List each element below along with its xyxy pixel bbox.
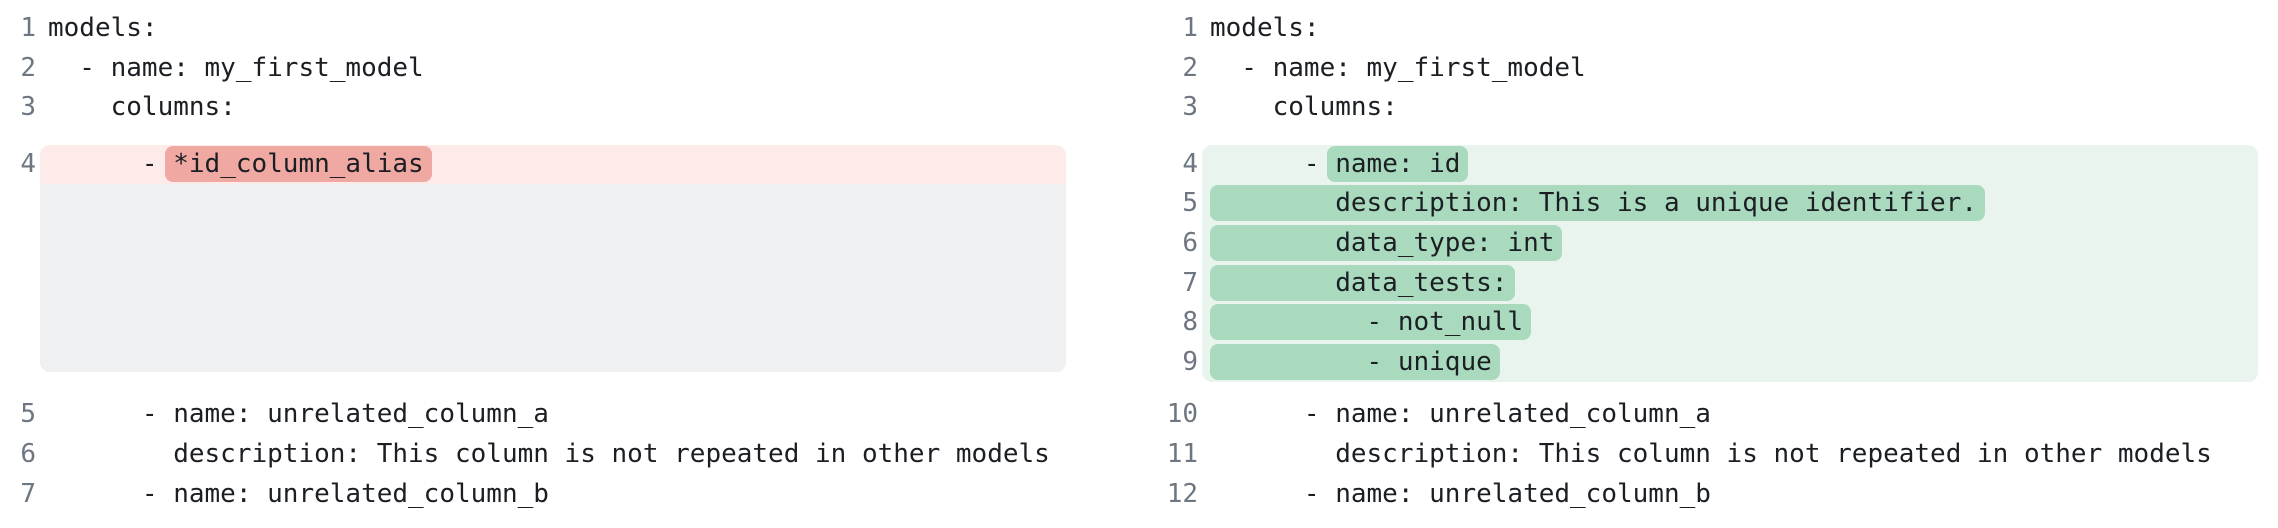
code-text: - name: unrelated_column_b — [1210, 478, 1711, 509]
removed-line: 4 - *id_column_alias — [0, 144, 1066, 185]
line-number: 2 — [20, 52, 36, 83]
code-text: - name: unrelated_column_b — [48, 478, 549, 509]
code-text: models: — [1210, 13, 1320, 43]
code-line: 7 - name: unrelated_column_b — [0, 475, 1066, 515]
addition-highlight: description: This is a unique identifier… — [1210, 185, 1986, 222]
line-number: 5 — [20, 399, 36, 430]
addition-highlight: data_type: int — [1210, 224, 1563, 261]
line-number: 7 — [1182, 267, 1198, 298]
added-line: 9 - unique — [1162, 342, 2258, 383]
added-line: 4 - name: id — [1162, 144, 2258, 185]
line-number: 8 — [1182, 307, 1198, 338]
added-line: 6 data_type: int — [1162, 223, 2258, 264]
line-number: 5 — [1182, 188, 1198, 219]
added-line: 5 description: This is a unique identifi… — [1162, 184, 2258, 224]
collapsed-filler-row — [0, 184, 1066, 373]
code-text: - name: unrelated_column_a — [48, 399, 549, 430]
code-text-prefix: - — [48, 148, 174, 179]
code-line: 3 columns: — [1162, 88, 2258, 128]
code-line: 11 description: This column is not repea… — [1162, 435, 2258, 475]
code-line: 2 - name: my_first_model — [1162, 49, 2258, 89]
addition-highlight: - unique — [1210, 343, 1500, 380]
code-text: - not_null — [1202, 303, 2258, 343]
code-text: columns: — [48, 92, 236, 123]
line-number: 6 — [1182, 227, 1198, 258]
line-number: 3 — [1182, 92, 1198, 123]
line-number: 3 — [20, 92, 36, 123]
code-text: columns: — [1210, 92, 1398, 123]
added-line: 7 data_tests: — [1162, 263, 2258, 304]
addition-highlight: - not_null — [1210, 304, 1532, 341]
line-number: 9 — [1182, 346, 1198, 377]
line-number: 4 — [1182, 148, 1198, 179]
addition-highlight: name: id — [1327, 145, 1469, 182]
code-line: 2 - name: my_first_model — [0, 49, 1066, 89]
addition-highlight: data_tests: — [1210, 264, 1516, 301]
code-text: - name: my_first_model — [1210, 52, 1586, 83]
code-line: 1 models: — [0, 9, 1066, 49]
line-number — [0, 184, 36, 372]
code-text: - unique — [1202, 342, 2258, 383]
line-number: 11 — [1166, 438, 1198, 469]
line-number: 2 — [1182, 52, 1198, 83]
added-line: 8 - not_null — [1162, 303, 2258, 343]
code-line: 6 description: This column is not repeat… — [0, 435, 1066, 475]
code-line: 5 - name: unrelated_column_a — [0, 395, 1066, 435]
code-text: - name: id — [1202, 144, 2258, 185]
code-text: data_tests: — [1202, 263, 2258, 304]
code-text-prefix: - — [1210, 148, 1336, 179]
line-number: 7 — [20, 478, 36, 509]
code-line: 12 - name: unrelated_column_b — [1162, 475, 2258, 515]
code-text: description: This is a unique identifier… — [1202, 184, 2258, 224]
code-text: - name: my_first_model — [48, 52, 424, 83]
line-number: 1 — [1182, 13, 1198, 43]
code-text: description: This column is not repeated… — [48, 438, 1050, 469]
code-line: 1 models: — [1162, 9, 2258, 49]
code-line: 10 - name: unrelated_column_a — [1162, 395, 2258, 435]
code-text: models: — [48, 13, 158, 43]
line-number: 12 — [1166, 478, 1198, 509]
line-number: 6 — [20, 438, 36, 469]
code-line: 3 columns: — [0, 88, 1066, 128]
line-number: 10 — [1166, 399, 1198, 430]
line-number: 1 — [20, 13, 36, 43]
code-text: - name: unrelated_column_a — [1210, 399, 1711, 430]
code-text: description: This column is not repeated… — [1210, 438, 2212, 469]
code-text: data_type: int — [1202, 223, 2258, 264]
collapsed-filler-block — [40, 184, 1066, 373]
code-text: - *id_column_alias — [40, 144, 1066, 185]
line-number: 4 — [20, 148, 36, 179]
deletion-highlight: *id_column_alias — [165, 145, 432, 182]
